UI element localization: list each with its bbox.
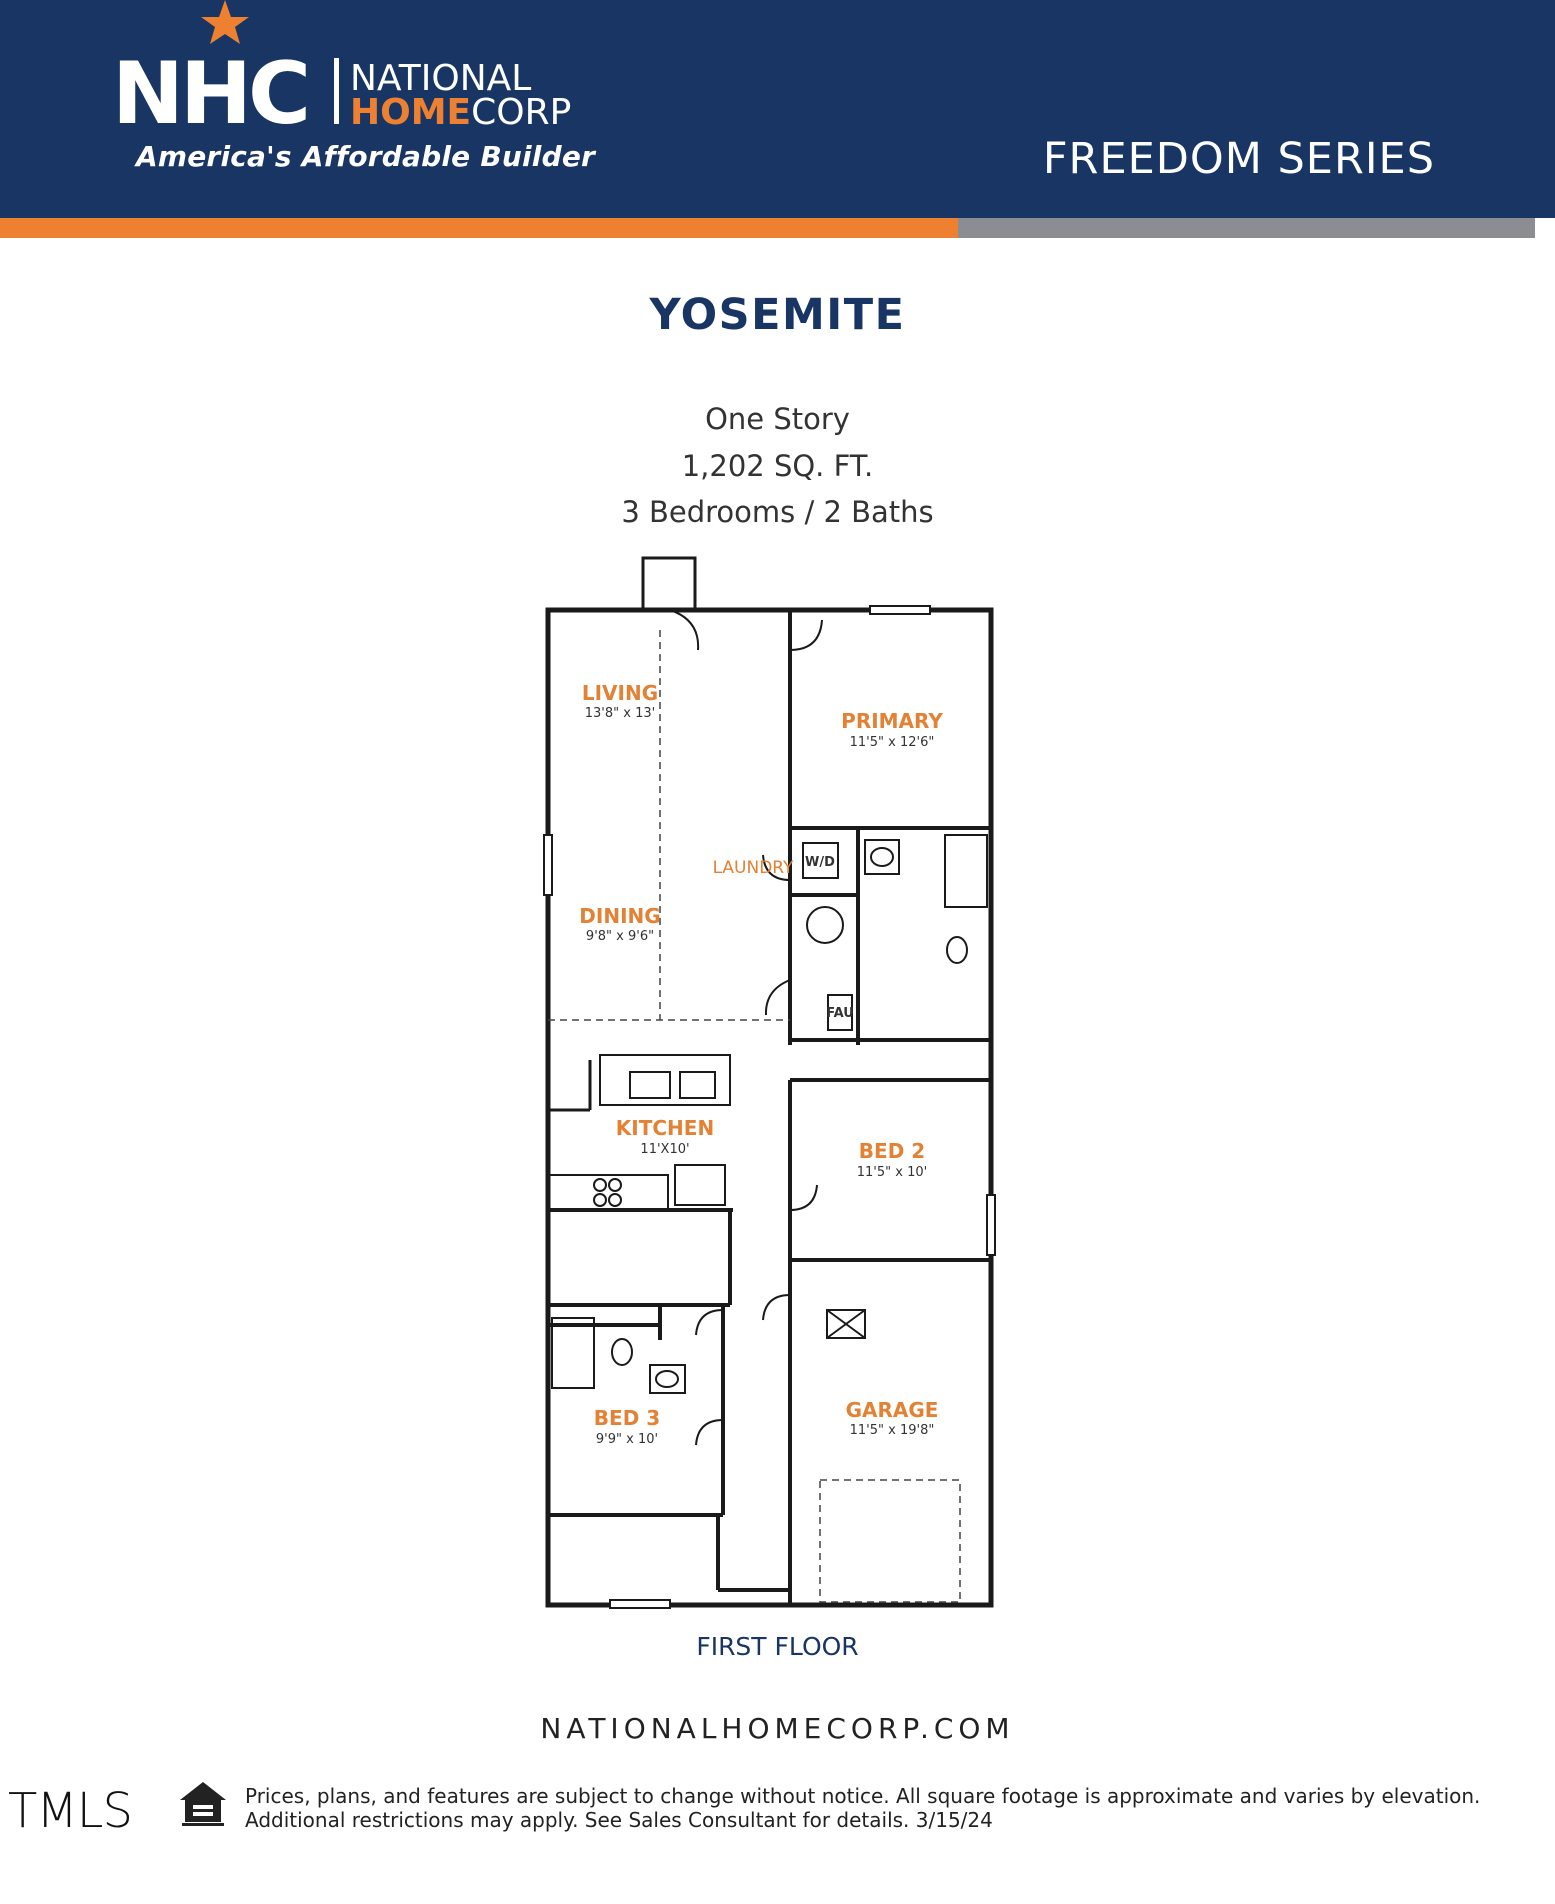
primary-tub bbox=[944, 834, 988, 908]
room-laundry-label: LAUNDRY bbox=[713, 858, 794, 878]
kitchen-range bbox=[547, 1174, 669, 1211]
room-living-label: LIVING bbox=[582, 681, 658, 705]
disclaimer: Prices, plans, and features are subject … bbox=[245, 1784, 1485, 1832]
kitchen-counter bbox=[599, 1054, 731, 1106]
floor-plan: LIVING 13'8" x 13' PRIMARY 11'5" x 12'6"… bbox=[543, 556, 996, 1609]
room-bed3-dim: 9'9" x 10' bbox=[596, 1432, 658, 1447]
room-bed2-label: BED 2 bbox=[859, 1139, 925, 1163]
disclaimer-line-2: Additional restrictions may apply. See S… bbox=[245, 1808, 993, 1832]
nhc-logo: NHC NATIONAL HOMECORP bbox=[112, 0, 571, 144]
garage-hatch bbox=[826, 1309, 866, 1339]
room-primary-label: PRIMARY bbox=[841, 709, 943, 733]
plan-title: YOSEMITE bbox=[649, 290, 906, 340]
bath2-toilet bbox=[611, 1338, 633, 1366]
series-title: FREEDOM SERIES bbox=[1042, 134, 1435, 184]
entry-porch bbox=[641, 556, 697, 612]
room-garage-dim: 11'5" x 19'8" bbox=[850, 1423, 935, 1438]
star-icon bbox=[201, 0, 249, 44]
window-bed3 bbox=[609, 1599, 671, 1609]
room-garage-label: GARAGE bbox=[846, 1398, 939, 1422]
room-bed3-label: BED 3 bbox=[594, 1406, 660, 1430]
primary-toilet bbox=[946, 936, 968, 964]
logo-home-text: HOME bbox=[350, 92, 471, 133]
window-top bbox=[869, 605, 931, 615]
room-kitchen-label: KITCHEN bbox=[616, 1116, 714, 1140]
floor-label: FIRST FLOOR bbox=[696, 1632, 859, 1661]
bath2-tub bbox=[551, 1317, 595, 1389]
window-left bbox=[543, 834, 553, 896]
window-bed2 bbox=[986, 1194, 996, 1256]
header-banner bbox=[0, 0, 1555, 218]
wd-label: W/D bbox=[805, 855, 835, 870]
room-living-dim: 13'8" x 13' bbox=[585, 706, 655, 721]
logo-nhc-text: NHC bbox=[112, 44, 307, 144]
water-heater bbox=[806, 906, 844, 944]
plan-outer-wall bbox=[545, 607, 994, 1608]
washer-dryer bbox=[802, 842, 839, 879]
garage-door bbox=[819, 1479, 961, 1603]
plan-beds-baths: 3 Bedrooms / 2 Baths bbox=[621, 495, 934, 529]
logo-divider bbox=[334, 58, 339, 124]
orange-stripe bbox=[0, 218, 958, 238]
entry-door-swing bbox=[669, 609, 700, 651]
plan-stories: One Story bbox=[705, 402, 850, 436]
logo-national-text: NATIONAL bbox=[350, 58, 531, 99]
tagline: America's Affordable Builder bbox=[136, 140, 596, 173]
tmls-logo: TMLS bbox=[8, 1783, 133, 1839]
plan-area: 1,202 SQ. FT. bbox=[681, 449, 874, 483]
fau-unit bbox=[827, 994, 853, 1031]
room-dining-label: DINING bbox=[579, 904, 660, 928]
disclaimer-line-1: Prices, plans, and features are subject … bbox=[245, 1784, 1481, 1808]
website-link[interactable]: NATIONALHOMECORP.COM bbox=[540, 1712, 1015, 1745]
equal-housing-icon bbox=[180, 1782, 226, 1826]
room-bed2-dim: 11'5" x 10' bbox=[857, 1165, 927, 1180]
fau-label: FAU bbox=[826, 1006, 854, 1021]
logo-corp-text: CORP bbox=[471, 92, 571, 133]
room-dining-dim: 9'8" x 9'6" bbox=[586, 929, 654, 944]
room-primary-dim: 11'5" x 12'6" bbox=[850, 735, 935, 750]
svg-text:HOMECORP: HOMECORP bbox=[350, 92, 571, 133]
grey-stripe bbox=[958, 218, 1535, 238]
room-kitchen-dim: 11'X10' bbox=[640, 1142, 689, 1157]
